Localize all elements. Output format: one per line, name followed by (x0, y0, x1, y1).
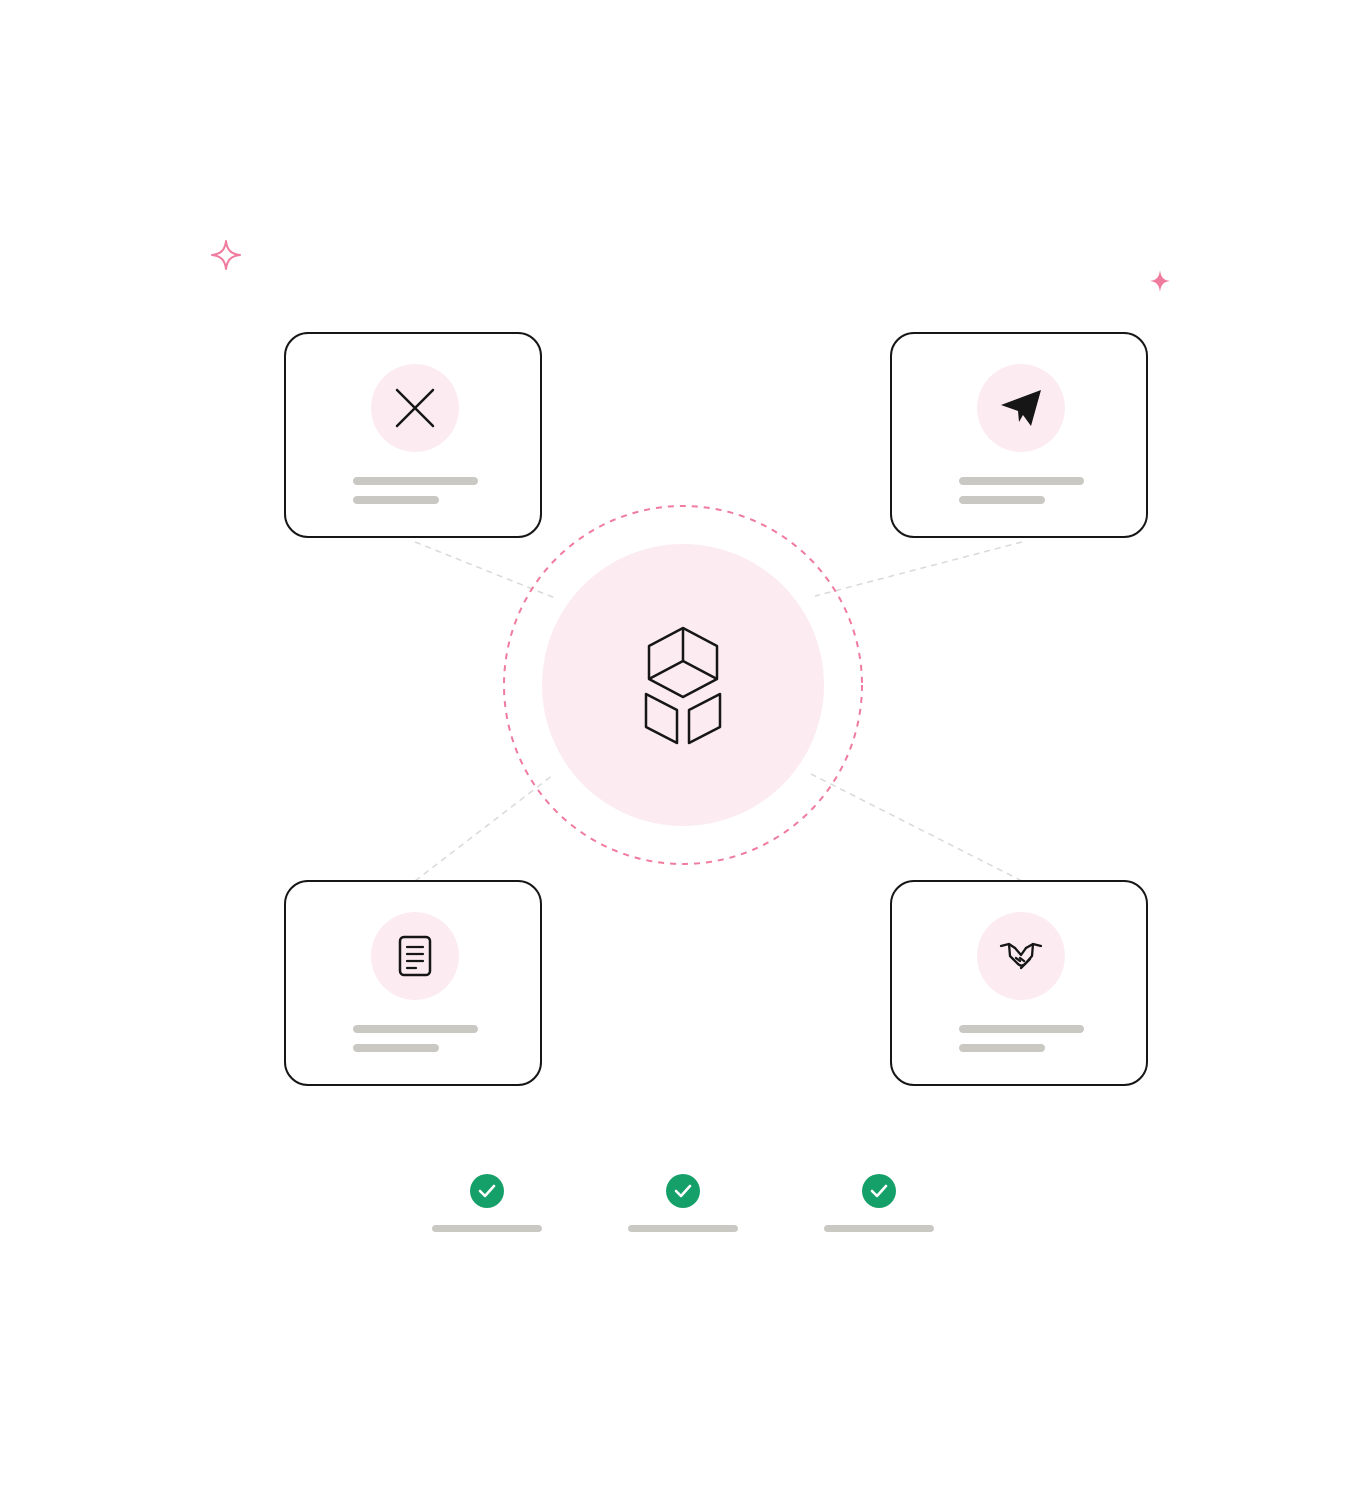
card-bottom-left (284, 880, 542, 1086)
status-check-1 (432, 1174, 542, 1238)
status-check-3 (824, 1174, 934, 1238)
icon-badge (977, 364, 1065, 452)
sparkle-outline-icon (211, 240, 241, 270)
placeholder-line (432, 1225, 542, 1232)
placeholder-line (353, 1044, 439, 1052)
placeholder-line (353, 1025, 478, 1033)
check-icon (674, 1184, 692, 1198)
icon-badge (977, 912, 1065, 1000)
placeholder-line (628, 1225, 738, 1232)
placeholder-line (353, 477, 478, 485)
card-bottom-right (890, 880, 1148, 1086)
dashed-ring (503, 505, 863, 865)
card-top-right (890, 332, 1148, 538)
placeholder-line (353, 496, 439, 504)
status-check-2 (628, 1174, 738, 1238)
hub-disc (542, 544, 824, 826)
modular-blocks-icon (644, 626, 722, 745)
status-badge (666, 1174, 700, 1208)
status-badge (862, 1174, 896, 1208)
placeholder-line (959, 1044, 1045, 1052)
close-icon (395, 388, 435, 428)
status-badge (470, 1174, 504, 1208)
icon-badge (371, 912, 459, 1000)
sparkle-filled-icon (1150, 270, 1170, 292)
placeholder-line (959, 1025, 1084, 1033)
document-icon (398, 935, 432, 977)
handshake-icon (999, 942, 1043, 970)
placeholder-line (959, 477, 1084, 485)
placeholder-line (824, 1225, 934, 1232)
check-icon (870, 1184, 888, 1198)
check-icon (478, 1184, 496, 1198)
card-top-left (284, 332, 542, 538)
send-icon (1001, 390, 1041, 426)
central-hub (503, 505, 863, 865)
placeholder-line (959, 496, 1045, 504)
icon-badge (371, 364, 459, 452)
